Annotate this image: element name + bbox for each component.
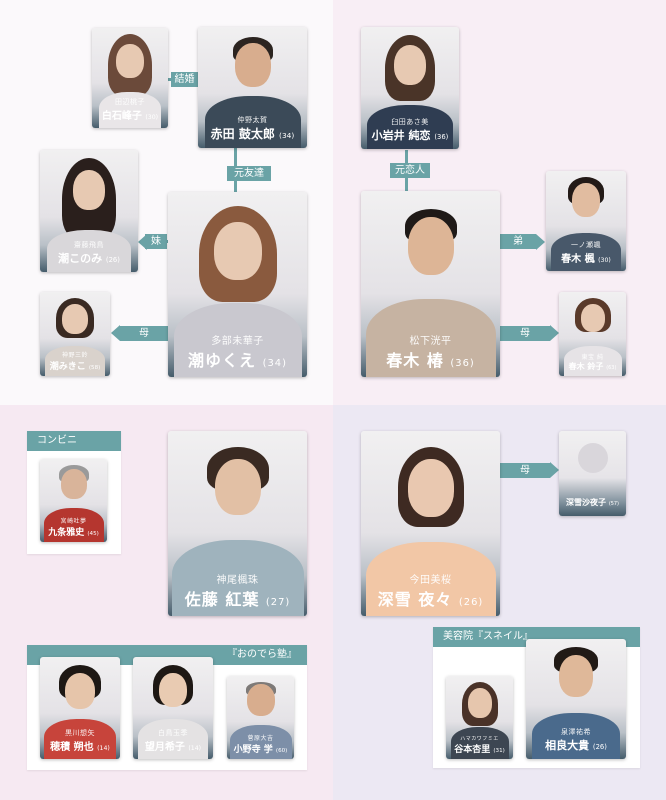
actor-name: 菅原大吉 [247, 735, 274, 742]
arrow-brother [536, 234, 545, 250]
role-name: 春木 楓 (30) [561, 254, 611, 265]
card-sagara[interactable]: 泉澤祐希 相良大貴 (26) [526, 639, 626, 759]
portrait [559, 292, 626, 376]
actor-name: 泉澤祐希 [561, 728, 591, 736]
group-title: コンビニ [27, 431, 121, 451]
actor-name: 齋藤飛鳥 [74, 241, 104, 249]
role-name: 九条雅史 (45) [48, 528, 99, 538]
portrait [40, 459, 107, 542]
portrait [92, 28, 168, 128]
actor-name: 神尾楓珠 [216, 575, 259, 586]
role-name: 赤田 鼓太郎 (34) [210, 127, 295, 141]
role-name: 深雪沙夜子 (57) [566, 498, 619, 507]
card-mikiko[interactable]: 神野三鈴 潮みきこ (58) [40, 292, 110, 376]
actor-name: 神野三鈴 [61, 352, 88, 359]
role-name: 深雪 夜々 (26) [377, 590, 484, 609]
card-tanimoto[interactable]: ハマカワフミエ 谷本杏里 (31) [446, 676, 513, 759]
portrait [40, 150, 138, 272]
role-name: 相良大貴 (26) [545, 739, 607, 752]
card-kujo[interactable]: 宮崎吐夢 九条雅史 (45) [40, 459, 107, 542]
arrow-mother-sayoko [550, 462, 559, 478]
portrait [133, 657, 213, 759]
role-name: 小野寺 学 (60) [233, 745, 288, 755]
actor-name: 白鳥玉季 [158, 729, 188, 737]
relation-sister: 妹 [145, 234, 167, 249]
actor-name: 一ノ瀬颯 [571, 241, 601, 249]
arrow-sister [138, 234, 147, 250]
portrait [198, 27, 307, 148]
portrait [361, 431, 500, 616]
role-name: 谷本杏里 (31) [454, 745, 505, 755]
placeholder-avatar-icon [577, 443, 608, 473]
portrait [446, 676, 513, 759]
card-yoyo[interactable]: 今田美桜 深雪 夜々 (26) [361, 431, 500, 616]
portrait [361, 27, 459, 149]
portrait [40, 657, 120, 759]
portrait [526, 639, 626, 759]
actor-name: 黒川想矢 [65, 729, 95, 737]
card-yukue[interactable]: 多部未華子 潮ゆくえ (34) [168, 192, 307, 377]
role-name: 白石峰子 (30) [101, 111, 159, 122]
actor-name: 松下洸平 [409, 336, 452, 347]
card-suzuko[interactable]: 東宝 純 春木 鈴子 (63) [559, 292, 626, 376]
card-onodera[interactable]: 菅原大吉 小野寺 学 (60) [227, 676, 294, 759]
portrait [168, 431, 307, 616]
relation-brother: 弟 [500, 234, 536, 249]
card-tsubaki[interactable]: 松下洸平 春木 椿 (36) [361, 191, 500, 377]
role-name: 望月希子 (14) [144, 742, 202, 753]
card-shiraishi[interactable]: 田辺桃子 白石峰子 (30) [92, 28, 168, 128]
actor-name: 仲野太賀 [237, 116, 268, 124]
relation-ex-lover: 元恋人 [390, 163, 430, 178]
relation-mother-sayoko: 母 [500, 463, 550, 478]
relation-ex-friend: 元友達 [227, 166, 271, 181]
card-sayoko[interactable]: 深雪沙夜子 (57) [559, 431, 626, 516]
relation-mother-suzuko: 母 [500, 326, 550, 341]
role-name: 潮みきこ (58) [49, 362, 101, 372]
role-name: 佐藤 紅葉 (27) [184, 590, 291, 609]
actor-name: 今田美桜 [409, 575, 452, 586]
card-kaede[interactable]: 一ノ瀬颯 春木 楓 (30) [546, 171, 626, 271]
role-name: 春木 鈴子 (63) [568, 362, 617, 371]
relation-mother-mikiko: 母 [120, 326, 168, 341]
actor-name: 臼田あさ美 [391, 118, 429, 126]
role-name: 穂積 朔也 (14) [50, 742, 110, 753]
card-mochizuki[interactable]: 白鳥玉季 望月希子 (14) [133, 657, 213, 759]
actor-name: 宮崎吐夢 [60, 518, 87, 525]
card-koiwai[interactable]: 臼田あさ美 小岩井 純恋 (36) [361, 27, 459, 149]
arrow-mother-mikiko [111, 325, 120, 341]
role-name: 春木 椿 (36) [386, 351, 475, 370]
actor-name: ハマカワフミエ [460, 736, 499, 742]
arrow-mother-suzuko [550, 325, 559, 341]
actor-name: 東宝 純 [581, 354, 604, 361]
card-sato[interactable]: 神尾楓珠 佐藤 紅葉 (27) [168, 431, 307, 616]
card-akata[interactable]: 仲野太賀 赤田 鼓太郎 (34) [198, 27, 307, 148]
portrait [361, 191, 500, 377]
card-hozumi[interactable]: 黒川想矢 穂積 朔也 (14) [40, 657, 120, 759]
role-name: 潮ゆくえ (34) [188, 351, 287, 370]
portrait [168, 192, 307, 377]
portrait [40, 292, 110, 376]
actor-name: 田辺桃子 [115, 98, 145, 106]
relation-marriage: 結婚 [171, 72, 198, 87]
card-konomi[interactable]: 齋藤飛鳥 潮このみ (26) [40, 150, 138, 272]
actor-name: 多部未華子 [211, 336, 264, 347]
role-name: 小岩井 純恋 (36) [371, 129, 449, 142]
role-name: 潮このみ (26) [58, 252, 120, 265]
portrait [227, 676, 294, 759]
portrait [546, 171, 626, 271]
